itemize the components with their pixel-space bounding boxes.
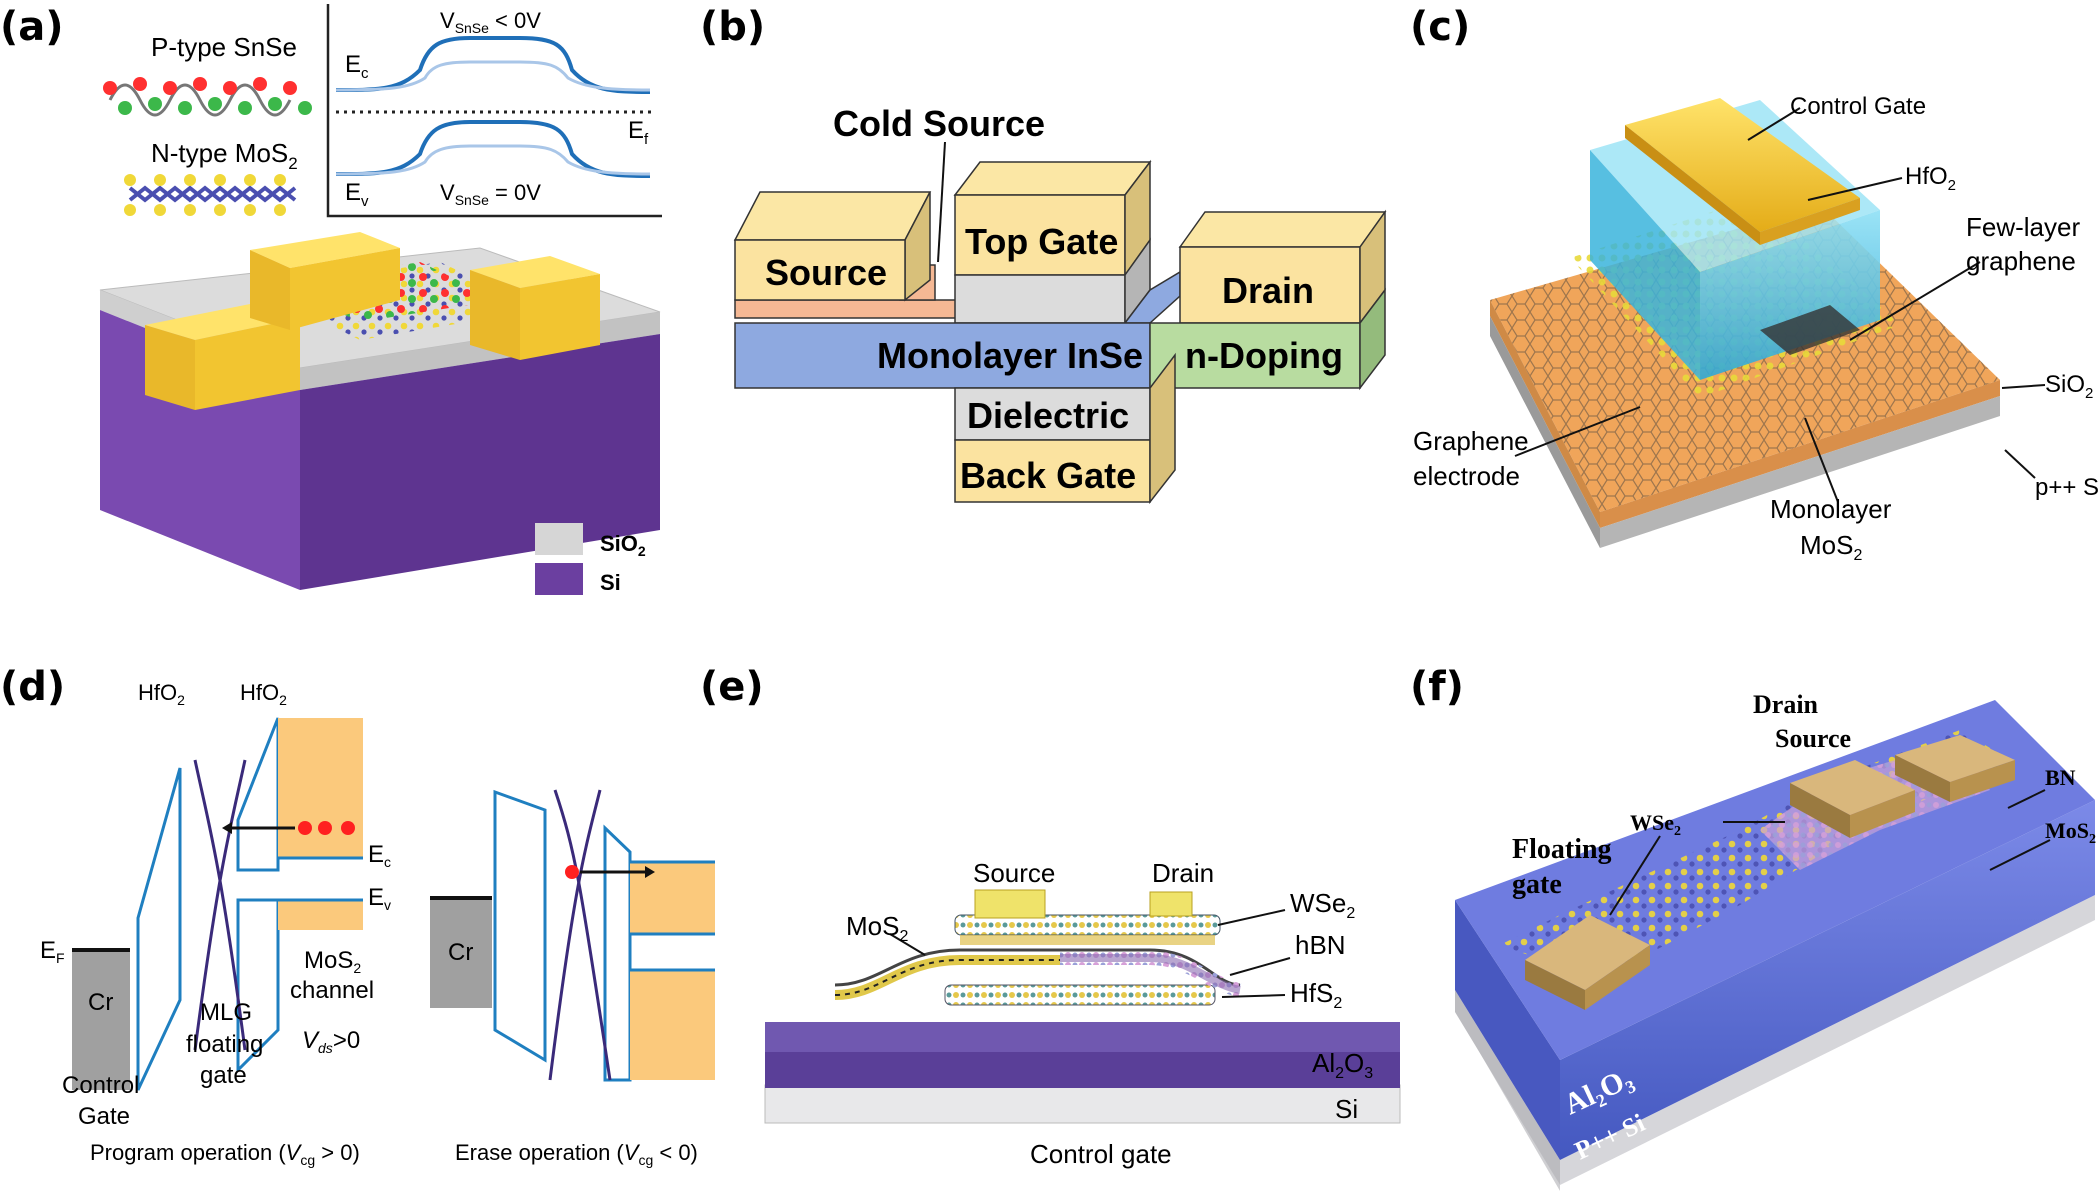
top-gate-label: Top Gate	[965, 221, 1118, 262]
monolayer-mos2-label-2: MoS2	[1800, 530, 1862, 564]
panel-c-label: (c)	[1410, 4, 1470, 50]
hfo2-label: HfO2	[1905, 163, 1956, 194]
control-gate-label: Control Gate	[1790, 93, 1926, 120]
ev-label-d: Ev	[368, 884, 391, 913]
wse2-label-e: WSe2	[1290, 888, 1355, 922]
hbn-label-e: hBN	[1295, 930, 1346, 960]
hfo2-left-label: HfO2	[138, 680, 185, 708]
ec-label: Ec	[345, 51, 369, 82]
ev-label: Ev	[345, 179, 369, 210]
graphene-electrode-label-1: Graphene	[1413, 426, 1529, 456]
legend-si-swatch	[535, 563, 583, 595]
al2o3-label-e: Al2O3	[1312, 1048, 1373, 1082]
control-gate-label-2: Gate	[78, 1103, 130, 1130]
monolayer-inse-label: Monolayer InSe	[877, 335, 1143, 376]
bn-label-f: BN	[2045, 765, 2076, 790]
source-label-e: Source	[973, 858, 1055, 888]
cr-metal-program	[72, 950, 130, 1090]
ec-label-d: Ec	[368, 841, 391, 870]
hfo2-right-label: HfO2	[240, 680, 287, 708]
mos2-channel-label-1: MoS2	[304, 947, 361, 976]
mlg-label-1: MLG	[200, 999, 252, 1026]
floating-gate-label-1: Floating	[1512, 834, 1612, 865]
cold-source-label: Cold Source	[833, 103, 1045, 144]
panel-b-label: (b)	[700, 4, 765, 50]
back-gate-label: Back Gate	[960, 455, 1136, 496]
mos2-chain-illustration	[124, 174, 297, 216]
monolayer-mos2-label-1: Monolayer	[1770, 494, 1892, 524]
floating-gate-label-2: gate	[1512, 869, 1562, 900]
source-label: Source	[765, 252, 887, 293]
panel-e-label: (e)	[700, 664, 764, 710]
panel-b: (b)	[700, 4, 1387, 505]
program-operation-label: Program operation (Vcg > 0)	[90, 1140, 360, 1168]
cr-metal-erase	[430, 898, 492, 1008]
panel-e: (e) Source Drain MoS2 WSe2 hBN HfS2 Al2	[700, 664, 1401, 1169]
mos2-label-f: MoS2	[2045, 818, 2096, 847]
snse-mos2-device-3d	[99, 232, 661, 590]
vsnse-zero-label: VSnSe = 0V	[440, 180, 541, 208]
panel-f-label: (f)	[1410, 664, 1464, 710]
legend-sio2-swatch	[535, 523, 583, 555]
p-type-snse-label: P-type SnSe	[151, 32, 297, 62]
panel-a: (a) P-type SnSe N-type MoS2	[0, 4, 662, 595]
mos2-label-e: MoS2	[846, 911, 908, 945]
few-layer-label-1: Few-layer	[1966, 212, 2080, 242]
mlg-label-3: gate	[200, 1062, 247, 1089]
p-si-label: p++ Si	[2035, 474, 2100, 501]
ef-label-d: EF	[40, 937, 65, 966]
sio2-label: SiO2	[2045, 371, 2093, 402]
legend-si-label: Si	[600, 570, 621, 595]
panel-f: (f) Drain Source Floating gate W	[1410, 664, 2096, 1191]
mlg-label-2: floating	[186, 1031, 263, 1058]
control-gate-label-1: Control	[62, 1072, 139, 1099]
control-gate-label-e: Control gate	[1030, 1139, 1172, 1169]
panel-a-label: (a)	[0, 4, 64, 50]
vds-label: Vds>0	[302, 1027, 360, 1056]
drain-label: Drain	[1222, 270, 1314, 311]
source-label-f: Source	[1775, 724, 1851, 753]
panel-c: (c) Control Gate HfO2 Few-lay	[1410, 4, 2100, 564]
n-type-mos2-label: N-type MoS2	[151, 138, 298, 173]
panel-d-label: (d)	[0, 664, 65, 710]
si-label-e: Si	[1335, 1094, 1358, 1124]
hfs2-label-e: HfS2	[1290, 978, 1342, 1012]
wse2-label-f: WSe2	[1630, 810, 1681, 839]
few-layer-label-2: graphene	[1966, 246, 2076, 276]
dielectric-label: Dielectric	[967, 395, 1129, 436]
panel-d: (d) HfO2 HfO2 Ec Ev EF Cr MLG floating g…	[0, 664, 715, 1168]
n-doping-label: n-Doping	[1185, 335, 1343, 376]
band-diagram-inset: Ec Ev Ef VSnSe < 0V VSnSe = 0V	[326, 4, 662, 218]
vsnse-negative-label: VSnSe < 0V	[440, 8, 541, 36]
ef-label: Ef	[628, 117, 649, 148]
graphene-electrode-label-2: electrode	[1413, 461, 1520, 491]
drain-label-e: Drain	[1152, 858, 1214, 888]
snse-chain-illustration	[103, 77, 312, 117]
cr-label-erase: Cr	[448, 939, 473, 966]
cr-label-program: Cr	[88, 989, 113, 1016]
mos2-channel-label-2: channel	[290, 977, 374, 1004]
legend-sio2-label: SiO2	[600, 531, 646, 559]
erase-operation-label: Erase operation (Vcg < 0)	[455, 1140, 698, 1168]
drain-label-f: Drain	[1753, 690, 1819, 719]
